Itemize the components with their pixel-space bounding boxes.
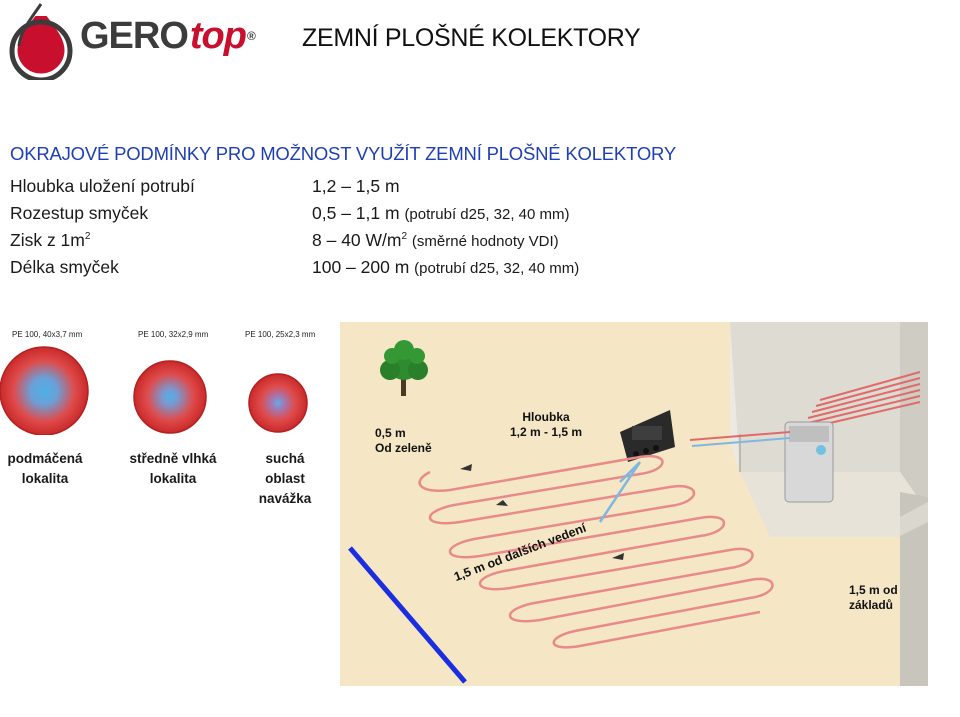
- pipe-section-medium: [133, 360, 207, 434]
- ground-collector-illustration: [340, 322, 928, 686]
- row-value-gain: 8 – 40 W/m2 (směrné hodnoty VDI): [312, 230, 559, 250]
- tree-icon: [380, 340, 428, 396]
- row-label-depth: Hloubka uložení potrubí: [10, 176, 195, 196]
- utility-boundary-line: [348, 546, 467, 684]
- row-value-length: 100 – 200 m (potrubí d25, 32, 40 mm): [312, 257, 580, 277]
- pipe-spec-medium: PE 100, 32x2,9 mm: [138, 330, 209, 339]
- pipe-section-large: [0, 346, 89, 435]
- row-label-length: Délka smyček: [10, 257, 119, 277]
- pipe-section-small: [248, 373, 308, 433]
- pipe-spec-large: PE 100, 40x3,7 mm: [12, 330, 83, 339]
- heat-pump-unit: [784, 421, 834, 503]
- row-value-spacing: 0,5 – 1,1 m (potrubí d25, 32, 40 mm): [312, 203, 570, 223]
- row-value-depth: 1,2 – 1,5 m: [312, 176, 400, 196]
- floor-heating-coils: [799, 371, 921, 431]
- brand-wordmark: GEROtop®: [80, 15, 256, 57]
- page-title: ZEMNÍ PLOŠNÉ KOLEKTORY: [302, 24, 641, 52]
- conditions-heading: OKRAJOVÉ PODMÍNKY PRO MOŽNOST VYUŽÍT ZEM…: [10, 143, 676, 164]
- pipe-spec-small: PE 100, 25x2,3 mm: [245, 330, 316, 339]
- row-label-gain: Zisk z 1m2: [10, 230, 91, 250]
- geroTop-logo-icon: [6, 2, 76, 80]
- collector-loops: [418, 454, 774, 649]
- row-label-spacing: Rozestup smyček: [10, 203, 149, 223]
- manifold-icon: [620, 410, 675, 462]
- pipe-samples-graphic: [0, 346, 308, 435]
